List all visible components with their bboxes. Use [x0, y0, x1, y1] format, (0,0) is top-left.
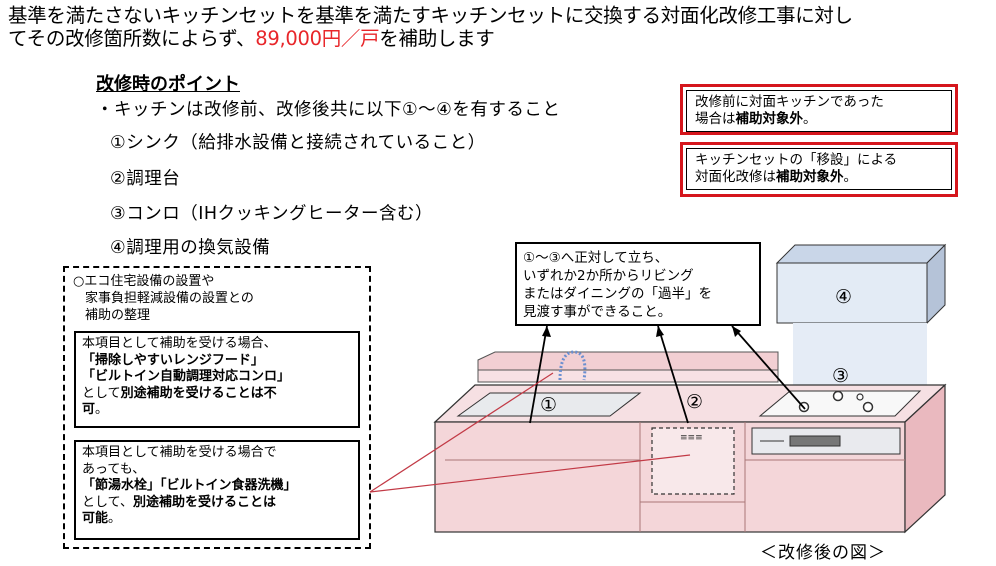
- box1-line5: 。: [95, 402, 109, 417]
- points-lead: ・キッチンは改修前、改修後共に以下①～④を有すること: [96, 100, 561, 120]
- label-sink: ①: [540, 394, 558, 416]
- box1-line5-bold: 可: [82, 402, 96, 417]
- note1-text: 場合は: [695, 111, 736, 127]
- back-splash: [477, 351, 779, 371]
- headline: 基準を満たさないキッチンセットを基準を満たすキッチンセットに交換する対面化改修工…: [8, 4, 993, 50]
- headline-line1: 基準を満たさないキッチンセットを基準を満たすキッチンセットに交換する対面化改修工…: [8, 4, 853, 27]
- points-title: 改修時のポイント: [96, 74, 240, 95]
- eco-box-allowed: 本項目として補助を受ける場合で あっても、 「節湯水栓」「ビルトイン食器洗機」 …: [74, 440, 360, 540]
- callout-line2: いずれか2か所からリビング: [523, 268, 694, 284]
- callout-line1: ①～③へ正対して立ち、: [523, 250, 669, 266]
- callout-line3: またはダイニングの「過半」を: [523, 286, 712, 302]
- headline-line2: てその改修箇所数によらず、89,000円／戸を補助します: [8, 27, 993, 50]
- leader-faucet: [369, 372, 554, 493]
- hood-backsplash: [793, 323, 927, 385]
- leader-dishwasher: [369, 454, 691, 493]
- dishwasher: [651, 427, 735, 495]
- note1-line1: 改修前に対面キッチンであった: [695, 94, 884, 110]
- headline-suffix: を補助します: [379, 27, 495, 50]
- subsidy-amount: 89,000円／戸: [255, 27, 380, 50]
- pointer-sink: [529, 325, 548, 424]
- label-hood: ④: [835, 286, 853, 308]
- note1-emphasis: 補助対象外: [735, 111, 804, 127]
- svg-text:≡≡≡: ≡≡≡: [680, 433, 703, 443]
- point-item-ventilation: ④調理用の換気設備: [110, 238, 271, 258]
- box2-line1: 本項目として補助を受ける場合で: [82, 445, 277, 460]
- eco-title: ○エコ住宅設備の設置や 家事負担軽減設備の設置との 補助の整理: [73, 273, 254, 324]
- point-item-sink: ①シンク（給排水設備と接続されていること）: [110, 133, 486, 153]
- box2-line3: 「節湯水栓」「ビルトイン食器洗機」: [82, 478, 297, 493]
- pointer-counter: [657, 325, 689, 424]
- callout-line4: 見渡す事ができること。: [523, 304, 672, 320]
- range-hood: [776, 262, 928, 324]
- note2-emphasis: 補助対象外: [776, 169, 844, 185]
- box2-line5: 。: [108, 511, 122, 526]
- box2-line4: として、: [82, 494, 133, 510]
- box1-line3: 「ビルトイン自動調理対応コンロ」: [82, 369, 291, 384]
- box1-line4: として: [82, 385, 121, 401]
- cabinet-side: [904, 383, 946, 534]
- point-item-counter: ②調理台: [110, 169, 181, 189]
- box2-line2: あっても、: [82, 461, 146, 477]
- hood-top: [775, 244, 947, 264]
- note2-line1: キッチンセットの「移設」による: [695, 152, 898, 168]
- eco-title-line2: 家事負担軽減設備の設置との: [85, 291, 254, 306]
- note1-end: 。: [803, 111, 817, 127]
- box1-line1: 本項目として補助を受ける場合、: [82, 336, 277, 351]
- eco-title-line3: 補助の整理: [85, 308, 151, 323]
- headline-prefix: てその改修箇所数によらず、: [8, 27, 256, 50]
- note-relocation: キッチンセットの「移設」による 対面化改修は補助対象外。: [680, 142, 958, 197]
- sink: [456, 392, 642, 417]
- box2-line4-bold: 別途補助を受けることは: [132, 494, 276, 510]
- eco-box-not-allowed: 本項目として補助を受ける場合、 「掃除しやすいレンジフード」 「ビルトイン自動調…: [74, 331, 360, 428]
- box2-line5-bold: 可能: [82, 511, 109, 526]
- note2-end: 。: [843, 169, 858, 185]
- figure-caption: ＜改修後の図＞: [760, 543, 886, 563]
- label-stove: ③: [832, 365, 850, 387]
- eco-subsidy-panel: [63, 266, 371, 549]
- note-already-facing: 改修前に対面キッチンであった 場合は補助対象外。: [680, 84, 958, 135]
- pointer-stove: [731, 325, 806, 410]
- box1-line4-bold: 別途補助を受けることは不: [120, 385, 277, 401]
- label-counter: ②: [686, 391, 704, 413]
- point-item-stove: ③コンロ（IHクッキングヒーター含む）: [110, 204, 433, 224]
- facing-requirement-callout: ①～③へ正対して立ち、 いずれか2か所からリビング またはダイニングの「過半」を…: [515, 242, 761, 326]
- eco-title-line1: ○エコ住宅設備の設置や: [73, 274, 215, 289]
- note2-text: 対面化改修は: [695, 169, 776, 185]
- box1-line2: 「掃除しやすいレンジフード」: [82, 352, 264, 368]
- faucet: [558, 350, 587, 381]
